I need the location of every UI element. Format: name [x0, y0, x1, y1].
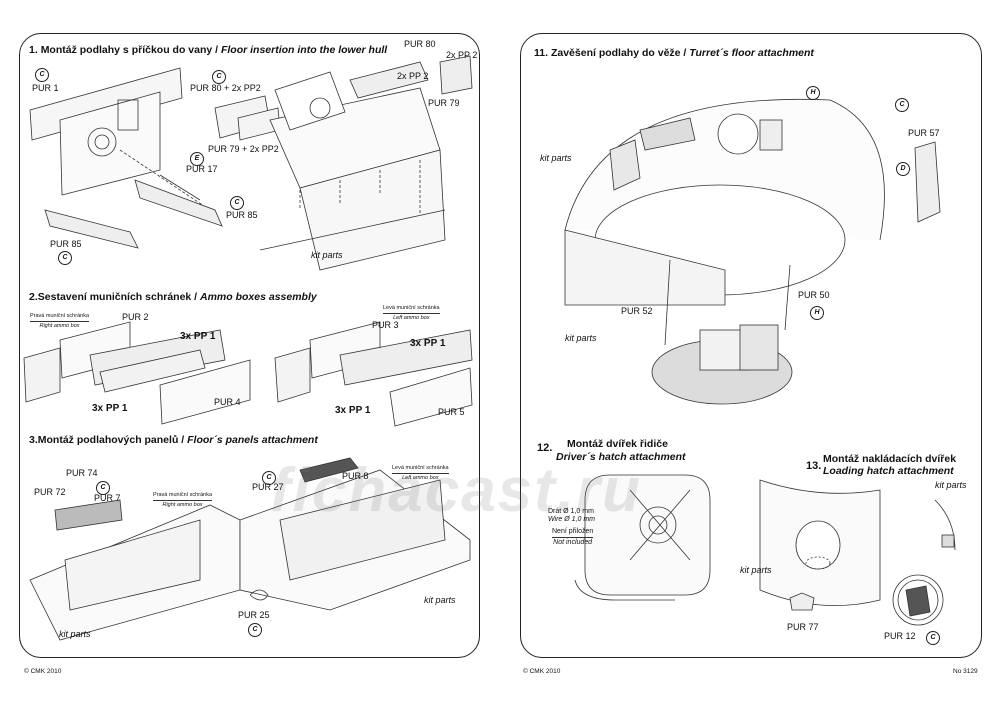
label-pur77: PUR 77 [787, 622, 819, 632]
badge-c-icon: C [926, 631, 940, 645]
section3-floor-panels-drawing [29, 457, 471, 641]
label-pur3: PUR 3 [372, 320, 399, 330]
label-pur74: PUR 74 [66, 468, 98, 478]
label-kit-parts: kit parts [540, 153, 572, 163]
label-pur17: PUR 17 [186, 164, 218, 174]
label-pur27: PUR 27 [252, 482, 284, 492]
badge-e-icon: E [190, 152, 204, 166]
badge-c-icon: C [230, 196, 244, 210]
label-pur50: PUR 50 [798, 290, 830, 300]
label-pur57: PUR 57 [908, 128, 940, 138]
label-pur25: PUR 25 [238, 610, 270, 620]
section13-number: 13. [806, 460, 822, 472]
label-kit-parts: kit parts [565, 333, 597, 343]
label-kit-parts: kit parts [59, 629, 91, 639]
label-pur79-pp2: PUR 79 + 2x PP2 [208, 144, 279, 154]
badge-c-icon: C [212, 70, 226, 84]
label-kit-parts: kit parts [935, 480, 967, 490]
section3-title: 3.Montáž podlahových panelů / Floor´s pa… [29, 434, 318, 446]
label-pur2: PUR 2 [122, 312, 149, 322]
label-pur85-right: PUR 85 [226, 210, 258, 220]
badge-c-icon: C [96, 481, 110, 495]
label-kit-parts: kit parts [311, 250, 343, 260]
badge-c-icon: C [35, 68, 49, 82]
section1-title: 1. Montáž podlahy s příčkou do vany / Fl… [29, 44, 388, 56]
section12-title-en: Driver´s hatch attachment [556, 451, 686, 463]
section12-hatch-drawing [574, 474, 711, 601]
right-footer-copyright: © CMK 2010 [523, 668, 561, 675]
label-3xpp1-c: 3x PP 1 [410, 338, 446, 349]
label-pur80-pp2: PUR 80 + 2x PP2 [190, 83, 261, 93]
label-pur80: PUR 80 [404, 39, 436, 49]
label-pur7: PUR 7 [94, 493, 121, 503]
section13-title-cz: Montáž nakládacích dvířek [823, 453, 957, 465]
section13-hatch-drawing [759, 479, 956, 626]
label-3xpp1-a: 3x PP 1 [180, 331, 216, 342]
section1-bulkhead-drawing [29, 67, 223, 249]
section2-ammo-box-drawings [23, 321, 473, 427]
label-2xpp2-a: 2x PP 2 [446, 50, 478, 60]
section2-title: 2.Sestavení muničních schránek / Ammo bo… [29, 291, 317, 303]
label-pur85-left: PUR 85 [50, 239, 82, 249]
label-pur52: PUR 52 [621, 306, 653, 316]
section11-turret-drawing [564, 98, 941, 405]
label-pur72: PUR 72 [34, 487, 66, 497]
badge-c-icon: C [895, 98, 909, 112]
section12-number: 12. [537, 442, 553, 454]
left-footer-copyright: © CMK 2010 [24, 668, 62, 675]
label-pur8: PUR 8 [342, 471, 369, 481]
label-pur4: PUR 4 [214, 397, 241, 407]
section11-title: 11. Zavěšení podlahy do věže / Turret´s … [534, 47, 814, 59]
wire-note: Drát Ø 1,0 mm Wire Ø 1,0 mm [548, 508, 595, 524]
badge-d-icon: D [896, 162, 910, 176]
badge-c-icon: C [262, 471, 276, 485]
label-pur5: PUR 5 [438, 407, 465, 417]
badge-h-icon: H [806, 86, 820, 100]
catalog-number: No 3129 [953, 668, 978, 675]
section1-hull-drawing [214, 55, 473, 271]
label-3xpp1-b: 3x PP 1 [92, 403, 128, 414]
label-kit-parts: kit parts [424, 595, 456, 605]
label-3xpp1-d: 3x PP 1 [335, 405, 371, 416]
badge-c-icon: C [248, 623, 262, 637]
label-kit-parts: kit parts [740, 565, 772, 575]
label-pur79: PUR 79 [428, 98, 460, 108]
watermark: fichacast.ru [270, 456, 643, 525]
badge-h-icon: H [810, 306, 824, 320]
label-pur1: PUR 1 [32, 83, 59, 93]
label-pur12: PUR 12 [884, 631, 916, 641]
section12-title-cz: Montáž dvířek řidiče [567, 438, 668, 450]
section13-title-en: Loading hatch attachment [823, 465, 954, 477]
badge-c-icon: C [58, 251, 72, 265]
label-2xpp2-b: 2x PP 2 [397, 71, 429, 81]
